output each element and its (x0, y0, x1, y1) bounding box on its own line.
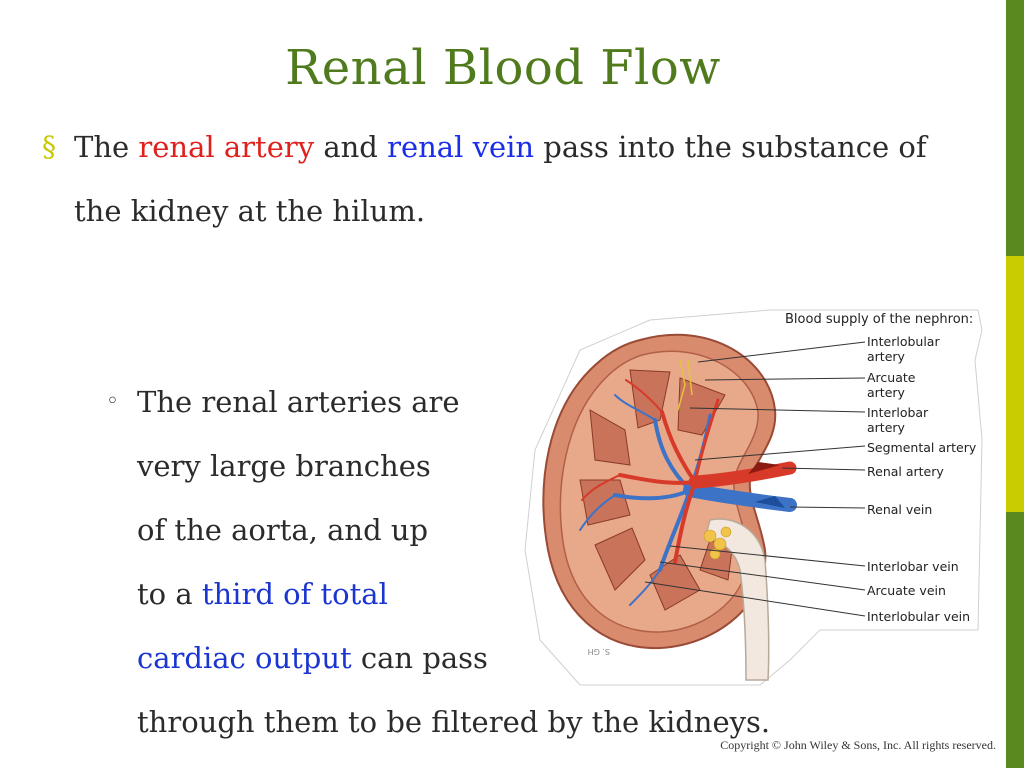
bullet-2-line: cardiac output can pass (137, 626, 886, 690)
copyright-notice: Copyright © John Wiley & Sons, Inc. All … (720, 738, 996, 752)
illustrator-signature: S. GH (588, 647, 610, 656)
renal-sinus-fat (703, 526, 732, 560)
nephron-sketch (677, 359, 693, 411)
bullet-2-line: The renal arteries are (137, 385, 460, 419)
label-interlobular-artery: Interlobular artery (867, 334, 940, 364)
arterial-branches (581, 379, 797, 564)
label-interlobar-vein: Interlobar vein (867, 559, 959, 574)
text-run: can pass (351, 641, 488, 675)
renal-artery-trunk (688, 461, 797, 489)
ureter (704, 518, 770, 681)
kidney-blood-supply-figure: S. GH (524, 309, 983, 686)
label-renal-artery: Renal artery (867, 464, 944, 479)
text-run: to a (137, 577, 202, 611)
bullet-1-text: The renal artery and renal vein pass int… (74, 115, 982, 243)
arterial-flow-arrow (748, 462, 780, 474)
accent-bar-middle (1006, 256, 1024, 512)
highlight-renal-vein: renal vein (387, 130, 535, 164)
bullet-2-line: to a third of total (137, 562, 886, 626)
label-segmental-artery: Segmental artery (867, 440, 977, 455)
highlight-renal-artery: renal artery (138, 130, 315, 164)
slide-title: Renal Blood Flow (285, 40, 721, 96)
label-leader-lines (644, 341, 866, 617)
pyramid (677, 377, 726, 436)
label-renal-vein: Renal vein (867, 502, 933, 517)
label-interlobar-artery: Interlobar artery (867, 405, 929, 435)
accent-bar-top (1006, 0, 1024, 256)
figure-header: Blood supply of the nephron: (785, 312, 974, 327)
section-bullet-icon: § (42, 130, 56, 163)
text-run: and (314, 130, 388, 164)
venous-flow-arrow (755, 496, 785, 508)
pyramid (589, 409, 631, 466)
highlight-cardiac-output: cardiac output (137, 641, 352, 675)
accent-bar-bottom (1006, 512, 1024, 768)
label-arcuate-artery: Arcuate artery (867, 370, 916, 400)
bullet-level-1: § The renal artery and renal vein pass i… (42, 115, 982, 243)
bullet-level-2: ◦ The renal arteries are very large bran… (106, 370, 886, 754)
bullet-2-line: very large branches (137, 449, 431, 483)
accent-bar (1006, 0, 1024, 768)
circle-bullet-icon: ◦ (106, 389, 119, 414)
text-run: pass into the substance of the kidney at… (74, 130, 927, 228)
pyramid (594, 527, 646, 591)
label-interlobular-vein: Interlobular vein (867, 609, 971, 624)
label-arcuate-vein: Arcuate vein (867, 583, 946, 598)
text-run: The (74, 130, 139, 164)
bullet-2-line: of the aorta, and up (137, 513, 429, 547)
bullet-2-line: through them to be filtered by the kidne… (137, 705, 771, 739)
highlight-third-of-total: third of total (201, 577, 388, 611)
